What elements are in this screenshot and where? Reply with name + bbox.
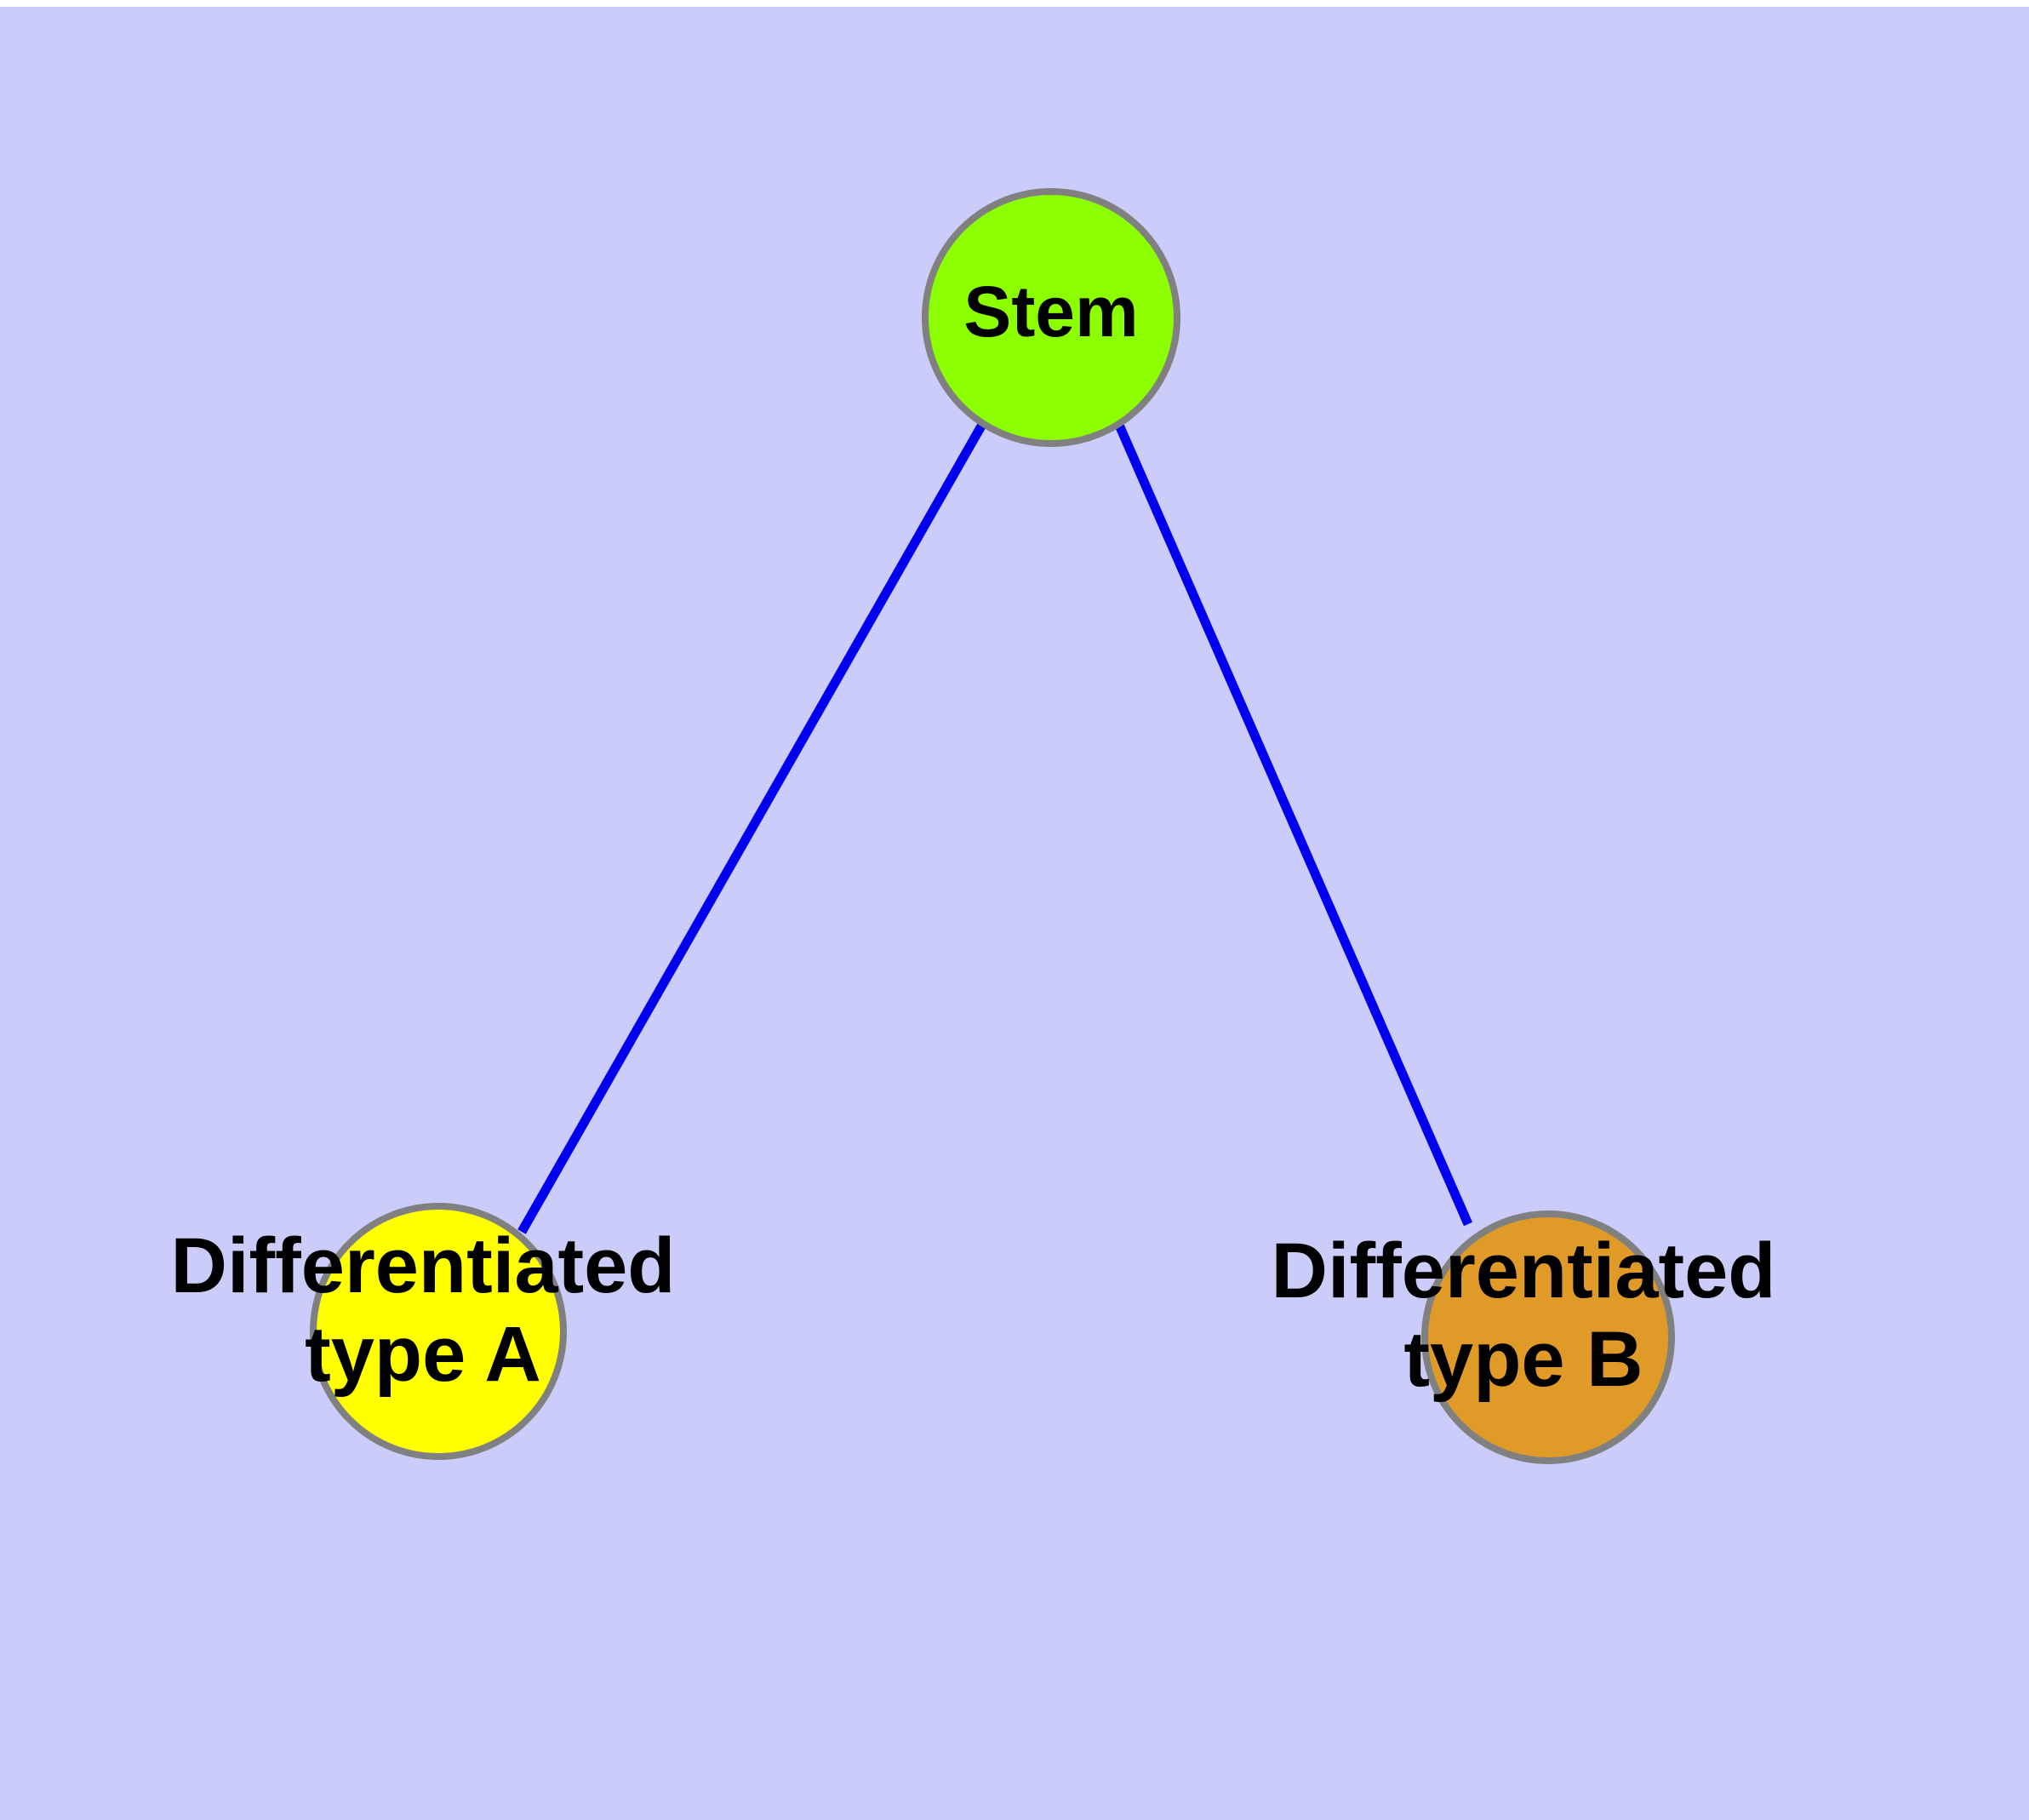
node-differentiated-type-a[interactable] [310, 1203, 567, 1460]
edges-layer [517, 421, 1473, 1234]
node-stem[interactable] [922, 188, 1180, 447]
edge-stem-to-differentiated-type-a[interactable] [517, 421, 987, 1234]
edge-stem-to-differentiated-type-b[interactable] [1113, 421, 1473, 1227]
node-differentiated-type-b[interactable] [1421, 1210, 1675, 1464]
nodes-layer [310, 188, 1675, 1464]
node-label-stem: Stem [963, 272, 1138, 352]
